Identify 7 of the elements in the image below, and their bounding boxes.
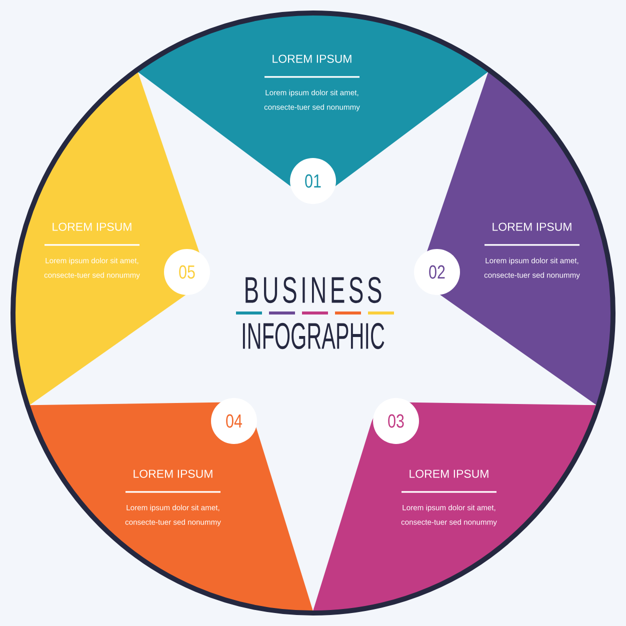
number-badge: 04 — [211, 398, 257, 444]
title: INFOGRAPHIC — [242, 322, 384, 350]
number-badge: 03 — [373, 398, 419, 444]
number-badge: 02 — [414, 249, 460, 295]
title: BUSINESS — [246, 276, 382, 304]
number-badge: 01 — [290, 158, 336, 204]
number-badge: 05 — [164, 249, 210, 295]
